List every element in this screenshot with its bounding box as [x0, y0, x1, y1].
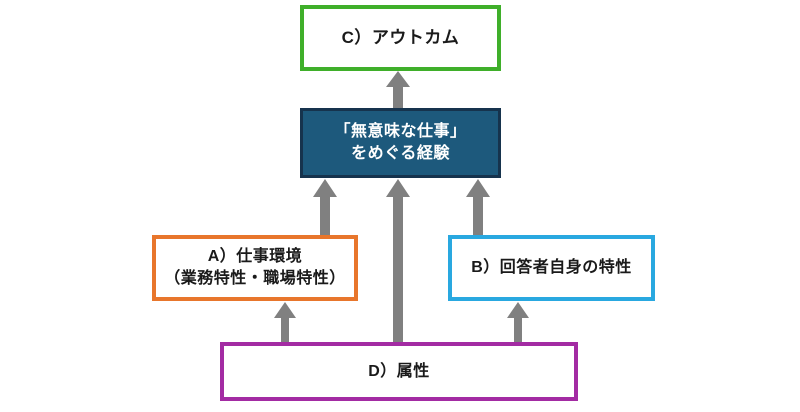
node-work-environment-line-2: （業務特性・職場特性）: [164, 270, 346, 287]
node-attributes-line-1: D）属性: [368, 362, 430, 380]
arrow-core-to-outcome: [384, 71, 412, 109]
arrow-work-env-to-core: [311, 179, 339, 236]
node-respondent-traits-line-1: B）回答者自身の特性: [471, 259, 632, 277]
arrow-attributes-to-respondent: [505, 302, 531, 344]
node-core-experience: 「無意味な仕事」 をめぐる経験: [300, 108, 501, 178]
node-respondent-traits: B）回答者自身の特性: [448, 235, 655, 301]
arrow-respondent-to-core: [464, 179, 492, 236]
arrow-attributes-to-core: [384, 179, 412, 344]
node-outcome: C）アウトカム: [300, 5, 501, 71]
node-work-environment: A）仕事環境 （業務特性・職場特性）: [152, 235, 358, 301]
node-outcome-line-1: C）アウトカム: [341, 27, 460, 47]
node-work-environment-line-1: A）仕事環境: [207, 248, 303, 266]
arrow-attributes-to-work-env: [272, 302, 298, 344]
node-core-line-1: 「無意味な仕事」: [334, 123, 467, 141]
node-core-line-2: をめぐる経験: [351, 145, 450, 162]
node-attributes: D）属性: [220, 342, 578, 401]
